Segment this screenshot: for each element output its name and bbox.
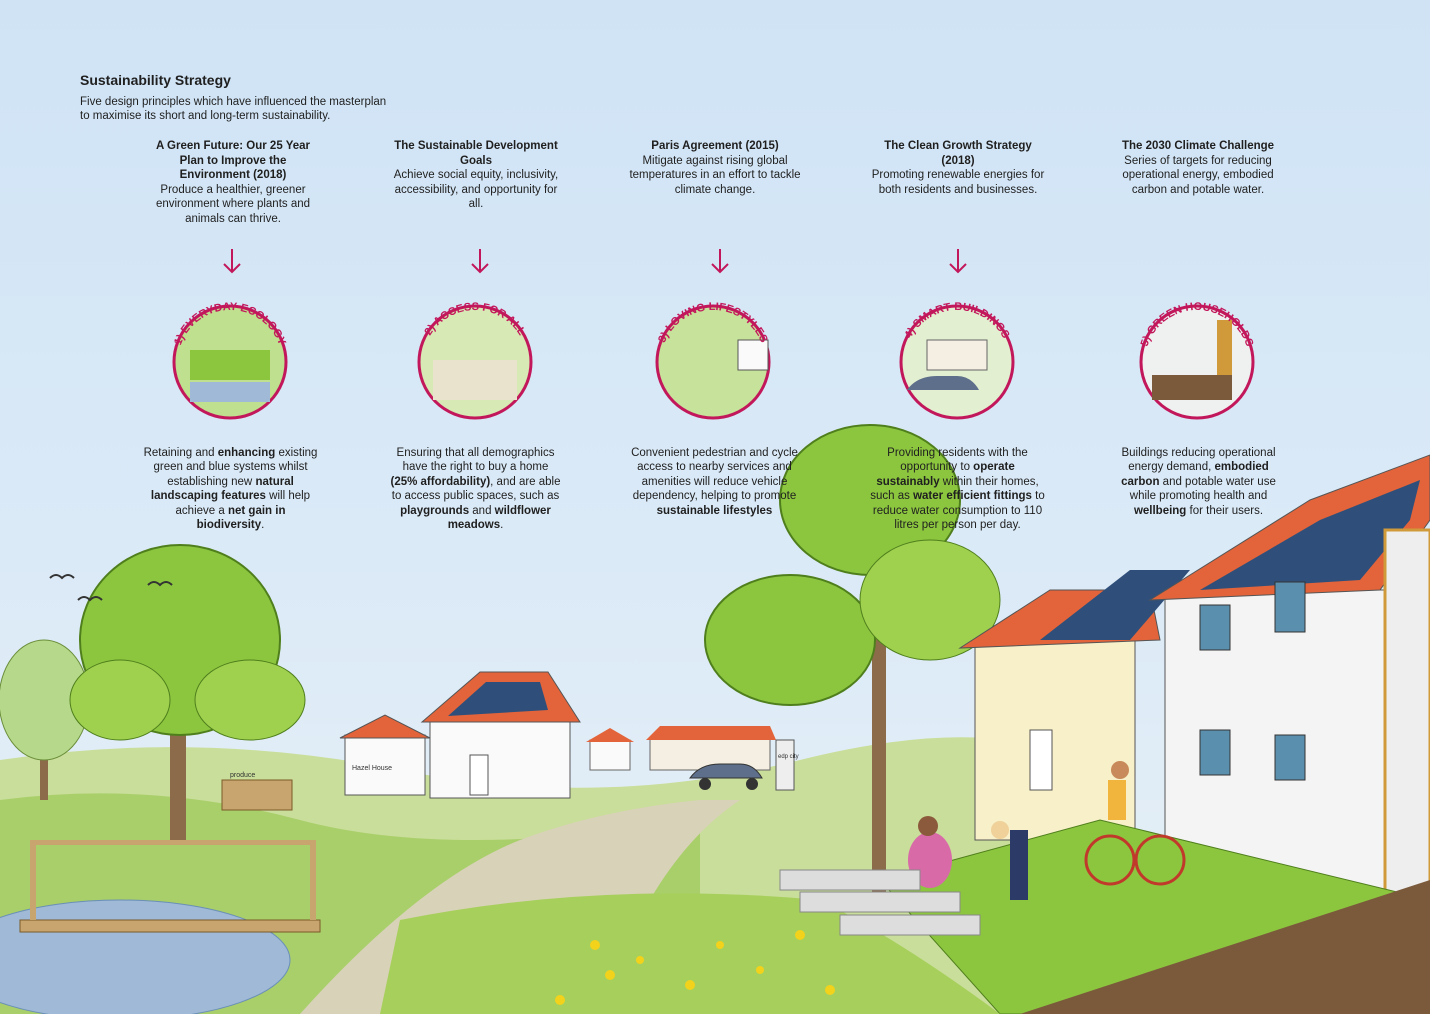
benefit-segment: and <box>469 504 495 517</box>
principle-column-2: The Sustainable Development Goals Achiev… <box>386 139 566 212</box>
produce-planter: produce <box>221 772 293 811</box>
benefit-segment: Providing residents with the opportunity… <box>887 447 1028 474</box>
svg-text:edp city: edp city <box>778 754 799 760</box>
stone-steps <box>779 869 981 936</box>
benefit-text-4: Providing residents with the opportunity… <box>870 446 1045 532</box>
principle-heading: The Sustainable Development Goals <box>394 140 558 167</box>
house-name-sign: Hazel House <box>352 765 392 772</box>
benefit-highlight: embodied carbon <box>1121 461 1269 488</box>
benefit-segment: and potable water use while promoting he… <box>1129 475 1276 503</box>
arrow-down-icon <box>711 249 729 274</box>
birds <box>49 574 173 602</box>
arrow-down-icon <box>223 249 241 274</box>
benefit-highlight: enhancing <box>217 447 276 459</box>
principle-heading: The Clean Growth Strategy (2018) <box>884 140 1032 167</box>
principle-description: Series of targets for reducing operation… <box>1122 154 1274 196</box>
principle-column-3: Paris Agreement (2015) Mitigate against … <box>625 139 805 197</box>
benefit-segment: Retaining and <box>143 447 218 459</box>
badge-smart-buildings: 4) SMART BUILDINGS <box>899 301 1015 420</box>
principle-column-5: The 2030 Climate Challenge Series of tar… <box>1108 139 1288 197</box>
benefit-segment: , and are able to access public spaces, … <box>391 475 561 503</box>
benefit-text-5: Buildings reducing operational energy de… <box>1111 446 1286 518</box>
pontoon-deck <box>19 840 321 933</box>
house-hazel: Hazel House <box>339 714 431 796</box>
principle-description: Produce a healthier, greener environment… <box>155 183 311 225</box>
benefit-segment: to reduce water consumption to 110 litre… <box>872 490 1045 532</box>
badge-everyday-ecology: 1) EVERYDAY ECOLOGY <box>172 301 288 420</box>
badge-access-for-all: 2) ACCESS FOR ALL <box>417 301 533 420</box>
house-solar <box>420 671 581 799</box>
benefit-highlight: wildflower meadows <box>447 504 551 532</box>
page-subtitle: Five design principles which have influe… <box>80 95 500 123</box>
benefit-segment: . <box>500 519 504 532</box>
principle-description: Achieve social equity, inclusivity, acce… <box>393 169 559 210</box>
benefit-highlight: water efficient fittings <box>913 490 1032 503</box>
subtitle-line-1: Five design principles which have influe… <box>80 96 387 108</box>
benefit-highlight: (25% affordability) <box>390 475 491 488</box>
badge-loving-lifestyles: 3) LOVING LIFESTYLES <box>655 301 771 420</box>
benefit-highlight: playgrounds <box>400 504 470 517</box>
principle-column-4: The Clean Growth Strategy (2018) Promoti… <box>868 139 1048 197</box>
wildflowers <box>555 930 835 1005</box>
ev-charging-point: edp city <box>775 739 799 791</box>
arrow-down-icon <box>949 249 967 274</box>
page-title: Sustainability Strategy <box>80 72 231 88</box>
people <box>908 761 1186 900</box>
svg-text:produce: produce <box>230 772 255 779</box>
large-tree-left <box>69 544 306 840</box>
terrace-house-white <box>1148 454 1430 902</box>
benefit-highlight: natural landscaping features <box>150 475 294 503</box>
principle-description: Promoting renewable energies for both re… <box>871 169 1045 196</box>
benefit-text-1: Retaining and enhancing existing green a… <box>143 446 318 532</box>
benefit-text-2: Ensuring that all demographics have the … <box>388 446 563 532</box>
benefit-segment: Convenient pedestrian and cycle access t… <box>631 447 798 503</box>
benefit-highlight: net gain in biodiversity <box>196 504 286 532</box>
principle-description: Mitigate against rising global temperatu… <box>629 154 801 196</box>
benefit-segment: will help achieve a <box>175 490 311 517</box>
principle-heading: The 2030 Climate Challenge <box>1121 140 1275 152</box>
central-tree <box>704 424 1001 900</box>
electric-car <box>689 763 763 790</box>
principle-heading: Paris Agreement (2015) <box>651 140 779 152</box>
benefit-segment: Ensuring that all demographics have the … <box>396 447 555 474</box>
benefit-text-3: Convenient pedestrian and cycle access t… <box>627 446 802 518</box>
principle-column-1: A Green Future: Our 25 Year Plan to Impr… <box>143 139 323 226</box>
benefit-segment: within their homes, such as <box>870 475 1039 503</box>
benefit-segment: existing green and blue systems whilst e… <box>153 447 318 488</box>
benefit-segment: for their users. <box>1186 504 1264 517</box>
badge-green-households: 5) GREEN HOUSEHOLDS <box>1139 301 1255 420</box>
benefit-segment: . <box>261 519 265 532</box>
benefit-highlight: wellbeing <box>1133 504 1187 517</box>
distant-houses <box>586 726 776 771</box>
benefit-highlight: sustainable lifestyles <box>656 504 773 517</box>
benefit-highlight: operate sustainably <box>876 461 1015 488</box>
benefit-segment: Buildings reducing operational energy de… <box>1121 447 1276 474</box>
arrow-down-icon <box>471 249 489 274</box>
subtitle-line-2: to maximise its short and long-term sust… <box>80 110 331 122</box>
principle-heading: A Green Future: Our 25 Year Plan to Impr… <box>155 140 311 181</box>
